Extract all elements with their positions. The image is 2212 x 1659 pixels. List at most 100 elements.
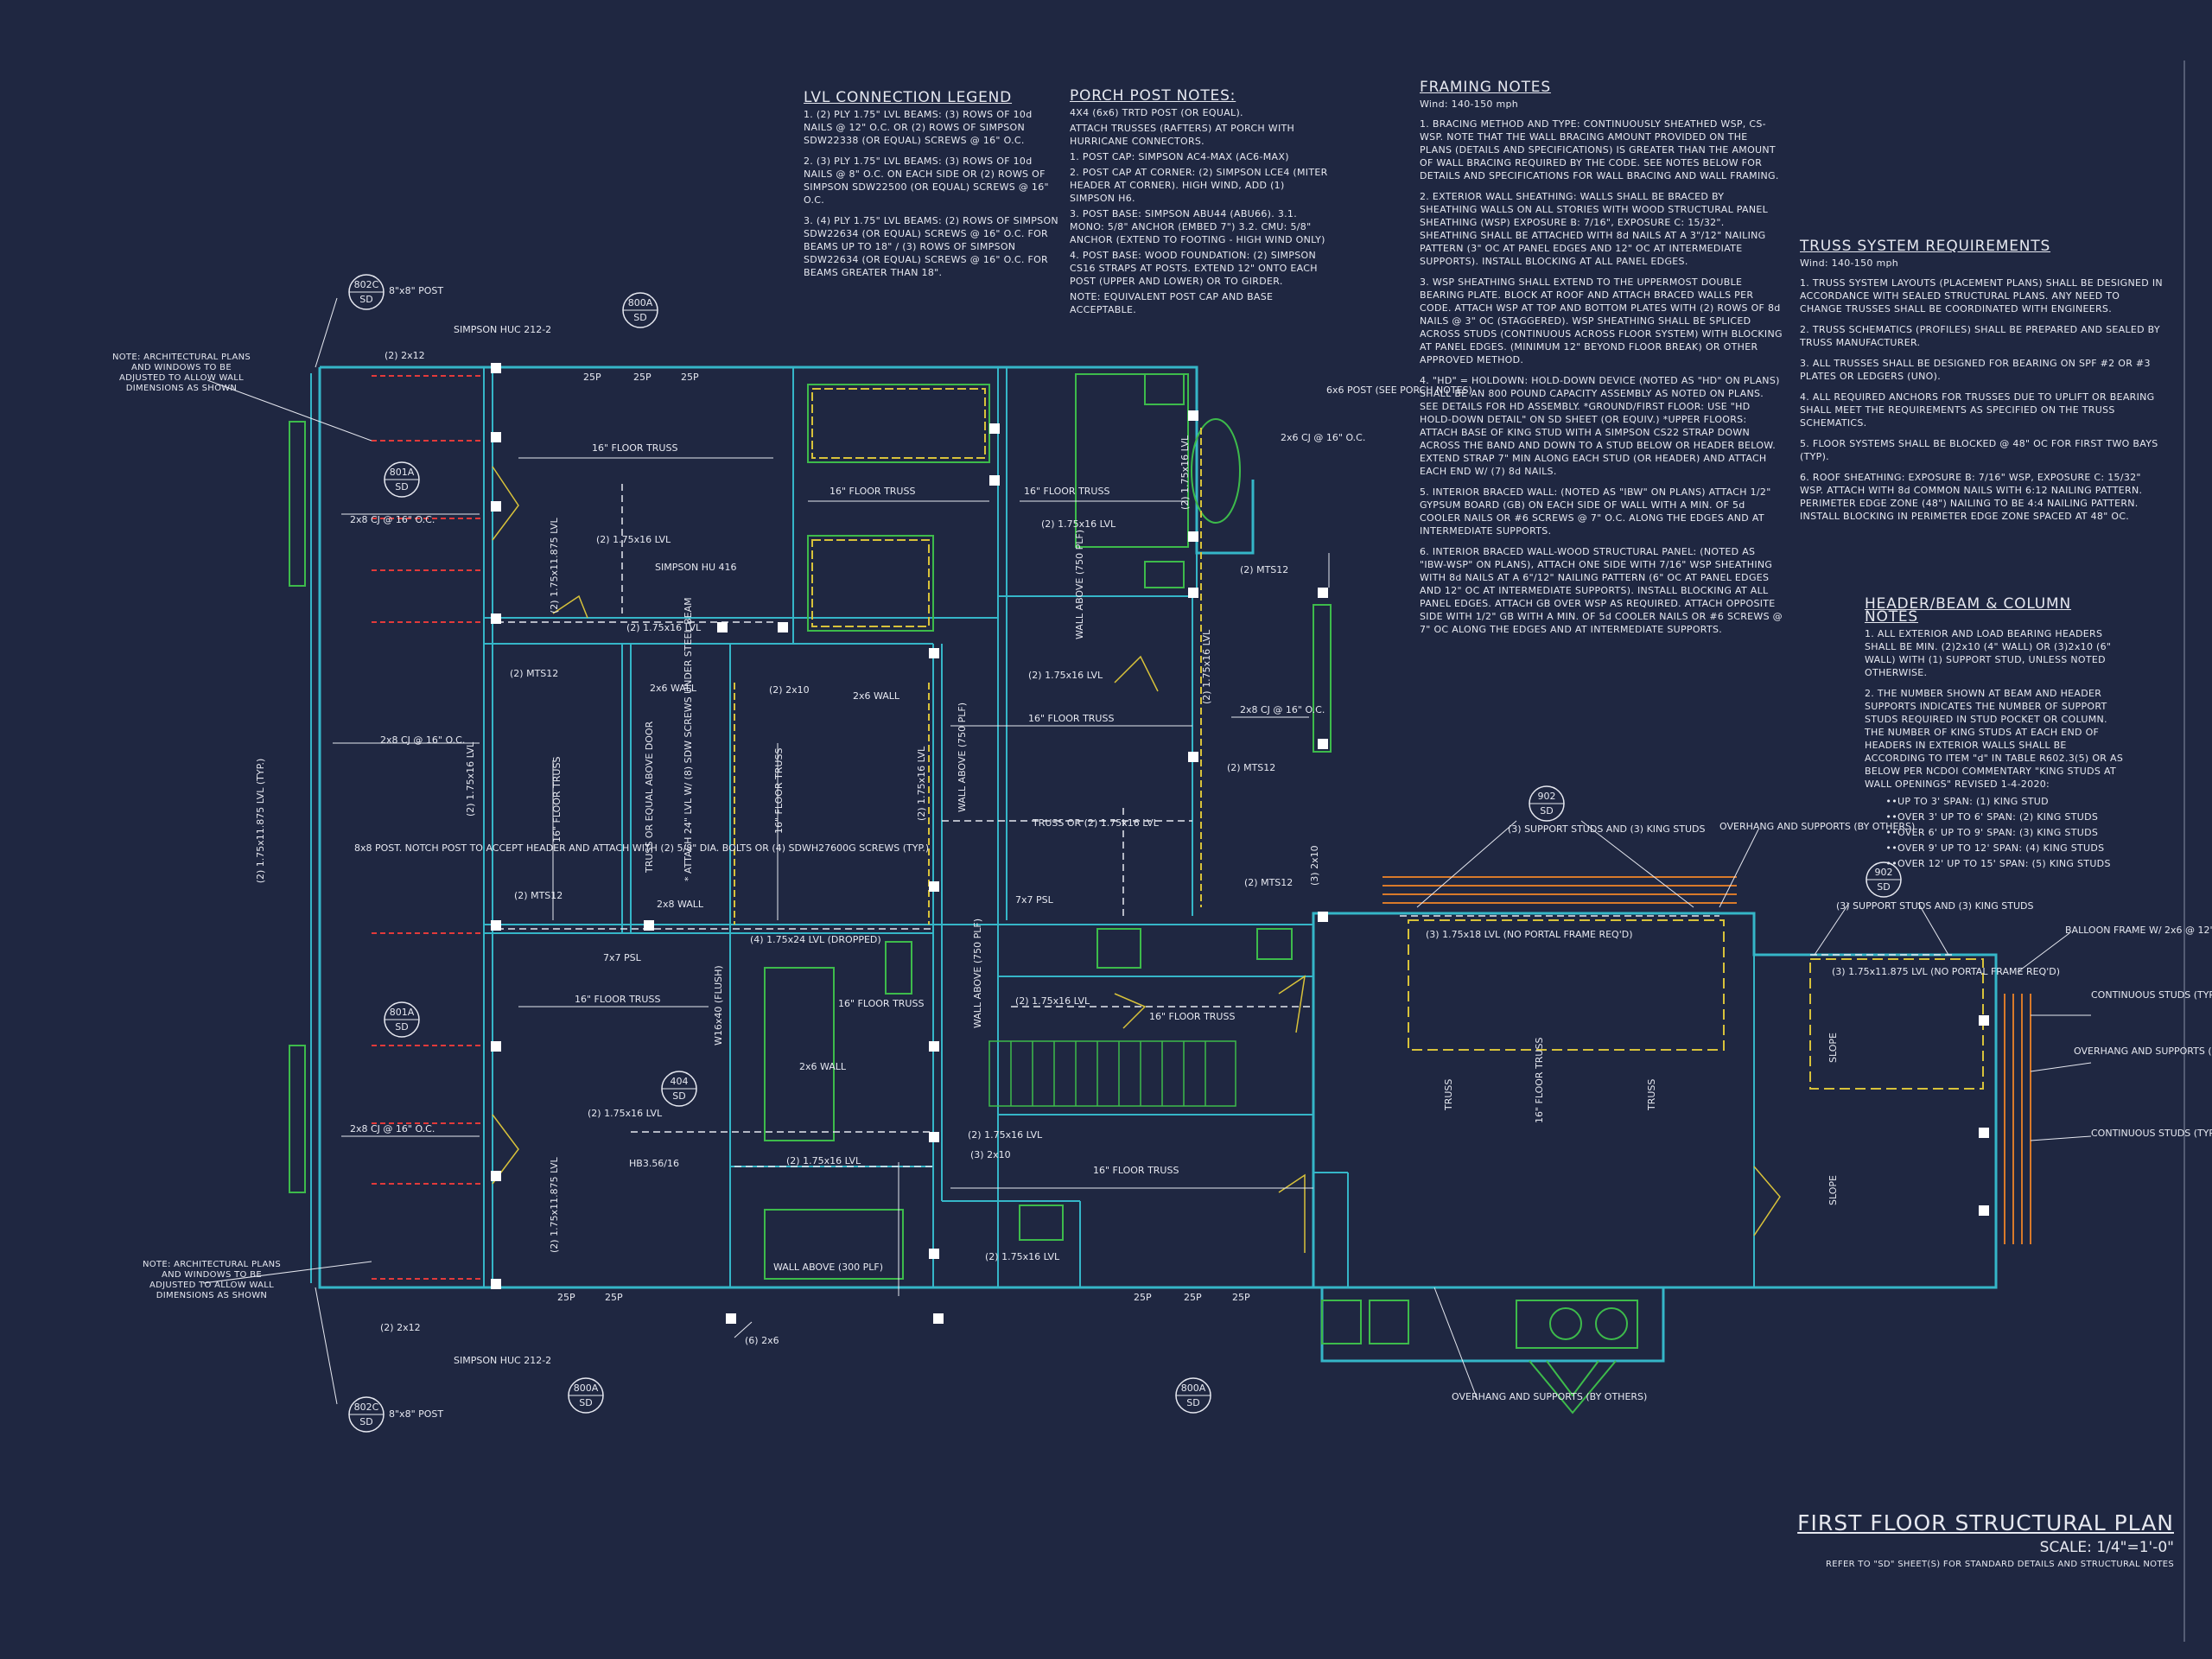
- plan-labels: 8"x8" POST 8"x8" POST SIMPSON HUC 212-2 …: [255, 285, 2212, 1420]
- label-2x6-wall-1: 2x6 WALL: [650, 683, 697, 694]
- porch-note-item: 3. POST BASE: SIMPSON ABU44 (ABU66). 3.1…: [1070, 208, 1325, 245]
- porch-notes-list: 4X4 (6x6) TRTD POST (OR EQUAL). ATTACH T…: [1070, 106, 1329, 316]
- label-lvl-6: (2) 1.75x16 LVL: [985, 1251, 1060, 1262]
- label-lvl-typ: (2) 1.75x11.875 LVL (TYP.): [255, 759, 266, 884]
- label-post-bottom: 8"x8" POST: [389, 1408, 443, 1420]
- truss-note-item: 3. ALL TRUSSES SHALL BE DESIGNED FOR BEA…: [1800, 358, 2151, 382]
- truss-note-item: 5. FLOOR SYSTEMS SHALL BE BLOCKED @ 48" …: [1800, 438, 2158, 462]
- label-2x12-top: (2) 2x12: [385, 350, 425, 361]
- tag-sheet: SD: [672, 1090, 685, 1102]
- label-6x6-post: 6x6 POST (SEE PORCH NOTES): [1326, 385, 1472, 396]
- porch-post-notes: PORCH POST NOTES: 4X4 (6x6) TRTD POST (O…: [1070, 89, 1329, 319]
- label-floor-truss-6: 16" FLOOR TRUSS: [838, 998, 924, 1009]
- label-2x6-wall-2: 2x6 WALL: [853, 690, 900, 702]
- title-block: FIRST FLOOR STRUCTURAL PLAN SCALE: 1/4"=…: [1797, 1510, 2174, 1569]
- king-stud-list: UP TO 3' SPAN: (1) KING STUD OVER 3' UP …: [1865, 795, 2124, 870]
- label-simpson-huc-bottom: SIMPSON HUC 212-2: [454, 1355, 551, 1366]
- label-25p-1: 25P: [583, 372, 601, 383]
- leader-lines: [202, 297, 2092, 1405]
- label-lvl-vertical-3: (2) 1.75x16 LVL: [1179, 435, 1191, 510]
- label-lvl-dropped: (4) 1.75x24 LVL (DROPPED): [750, 934, 881, 945]
- header-note-item: 1. ALL EXTERIOR AND LOAD BEARING HEADERS…: [1865, 628, 2112, 678]
- framing-note-item: 6. INTERIOR BRACED WALL-WOOD STRUCTURAL …: [1420, 546, 1783, 635]
- label-mts12-1: (2) MTS12: [510, 668, 558, 679]
- king-stud-item: OVER 12' UP TO 15' SPAN: (5) KING STUDS: [1897, 857, 2124, 870]
- lvl-legend-title: LVL CONNECTION LEGEND: [804, 89, 1013, 106]
- truss-note-item: 1. TRUSS SYSTEM LAYOUTS (PLACEMENT PLANS…: [1800, 277, 2163, 315]
- label-truss-1: TRUSS: [1443, 1079, 1454, 1111]
- label-7x7-psl-2: 7x7 PSL: [603, 952, 642, 963]
- tag-sheet: SD: [633, 312, 646, 323]
- label-overhang-1: OVERHANG AND SUPPORTS (BY OTHERS): [1719, 821, 1915, 832]
- label-simpson-huc-top: SIMPSON HUC 212-2: [454, 324, 551, 335]
- label-attach-24: * ATTACH 24" LVL W/ (8) SDW SCREWS UNDER…: [683, 597, 694, 881]
- tag-sheet: SD: [395, 1021, 408, 1033]
- label-25p-6: 25P: [1134, 1292, 1152, 1303]
- truss-system-requirements: TRUSS SYSTEM REQUIREMENTS Wind: 140-150 …: [1800, 239, 2163, 531]
- label-mts12-3: (2) MTS12: [1227, 762, 1275, 773]
- porch-beams: [372, 375, 484, 1280]
- label-support-king-1: (3) SUPPORT STUDS AND (3) KING STUDS: [1508, 823, 1706, 835]
- tag-sheet: SD: [1877, 881, 1890, 893]
- label-wall-above-300: WALL ABOVE (300 PLF): [773, 1262, 883, 1273]
- tag-number: 902: [1538, 791, 1556, 802]
- stair: [988, 1040, 1236, 1107]
- framing-note-item: 5. INTERIOR BRACED WALL: (NOTED AS "IBW"…: [1420, 486, 1771, 537]
- label-3x2x10: (3) 2x10: [970, 1149, 1011, 1160]
- tag-number: 800A: [574, 1382, 599, 1394]
- label-2x6-wall-3: 2x6 WALL: [799, 1061, 847, 1072]
- label-8x8-post-notch: 8x8 POST. NOTCH POST TO ACCEPT HEADER AN…: [354, 842, 929, 854]
- framing-note-item: 1. BRACING METHOD AND TYPE: CONTINUOUSLY…: [1420, 118, 1779, 181]
- truss-note-item: 6. ROOF SHEATHING: EXPOSURE B: 7/16" WSP…: [1800, 472, 2143, 522]
- label-cj-4: 2x8 CJ @ 16" O.C.: [1240, 704, 1325, 715]
- tag-number: 902: [1875, 867, 1893, 878]
- label-cj-2: 2x8 CJ @ 16" O.C.: [380, 734, 465, 746]
- label-slope-2: SLOPE: [1827, 1175, 1839, 1205]
- tag-number: 802C: [354, 279, 379, 290]
- label-lvl-4: (2) 1.75x16 LVL: [1015, 995, 1090, 1007]
- label-7x7-psl: 7x7 PSL: [1015, 894, 1054, 906]
- king-stud-item: OVER 9' UP TO 12' SPAN: (4) KING STUDS: [1897, 842, 2124, 855]
- exterior-walls: [310, 365, 1998, 1363]
- header-beam-column-notes: HEADER/BEAM & COLUMN NOTES 1. ALL EXTERI…: [1865, 597, 2124, 873]
- label-lvl-vertical-4: (2) 1.75x16 LVL: [1201, 629, 1212, 704]
- arch-note-bottom-box: NOTE: ARCHITECTURAL PLANS AND WINDOWS TO…: [143, 1260, 281, 1300]
- label-floor-truss-5: 16" FLOOR TRUSS: [575, 994, 660, 1005]
- label-post-top: 8"x8" POST: [389, 285, 443, 296]
- label-floor-truss-rot: 16" FLOOR TRUSS: [1534, 1038, 1545, 1123]
- tag-sheet: SD: [359, 294, 372, 305]
- label-lvl-2: (2) 1.75x16 LVL: [588, 1108, 663, 1119]
- label-2x8-wall: 2x8 WALL: [657, 899, 704, 910]
- lvl-legend: LVL CONNECTION LEGEND 1. (2) PLY 1.75" L…: [804, 89, 1063, 287]
- label-lvl-vertical-2: (2) 1.75x16 LVL: [916, 746, 927, 821]
- sheet-scale: SCALE: 1/4"=1'-0": [2039, 1539, 2174, 1556]
- support-posts: [491, 363, 1989, 1324]
- label-truss-2: TRUSS: [1646, 1079, 1657, 1111]
- label-mts12-2: (2) MTS12: [514, 890, 563, 901]
- label-truss-door: TRUSS OR EQUAL ABOVE DOOR: [644, 721, 655, 874]
- label-wall-above-750-3: WALL ABOVE (750 PLF): [972, 918, 983, 1028]
- label-6x2x6: (6) 2x6: [745, 1335, 779, 1346]
- label-lvl-typ-3: (2) 1.75x11.875 LVL: [549, 1156, 560, 1253]
- tag-sheet: SD: [1540, 805, 1553, 817]
- label-continuous-2: CONTINUOUS STUDS (TYP.): [2091, 1128, 2212, 1139]
- label-floor-truss-rot-3: 16" FLOOR TRUSS: [773, 748, 785, 834]
- arch-note-top-box: NOTE: ARCHITECTURAL PLANS AND WINDOWS TO…: [112, 353, 251, 393]
- label-flush: W16x40 (FLUSH): [713, 965, 724, 1046]
- label-lvl-7: (2) 1.75x16 LVL: [1028, 670, 1103, 681]
- porch-note-item: 4. POST BASE: WOOD FOUNDATION: (2) SIMPS…: [1070, 250, 1318, 287]
- porch-columns: [289, 421, 1332, 1193]
- label-lvl-8: (2) 1.75x16 LVL: [1041, 518, 1116, 530]
- tag-number: 801A: [390, 1007, 415, 1018]
- tag-sheet: SD: [359, 1416, 372, 1427]
- label-floor-truss-4: 16" FLOOR TRUSS: [1028, 713, 1114, 724]
- porch-note-item: NOTE: EQUIVALENT POST CAP AND BASE ACCEP…: [1070, 291, 1274, 315]
